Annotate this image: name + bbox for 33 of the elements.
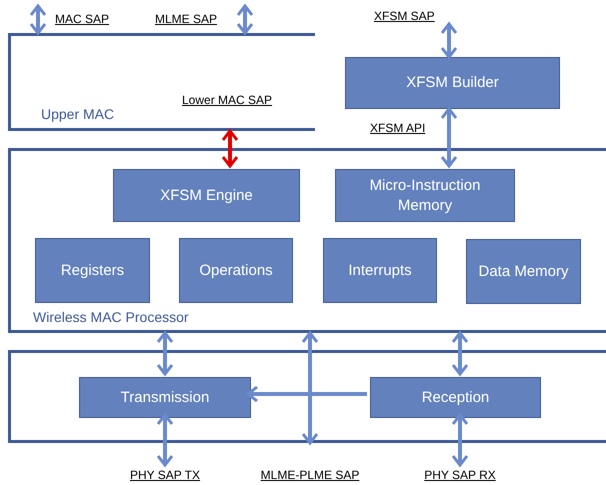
process-box: Registers	[35, 238, 150, 303]
module-frame	[8, 33, 315, 131]
arrow	[30, 4, 46, 34]
module-frame	[8, 350, 606, 443]
process-box: Interrupts	[323, 238, 437, 303]
edge-label: XFSM API	[370, 121, 426, 135]
process-box: Transmission	[79, 377, 251, 418]
process-box: Reception	[370, 377, 541, 418]
frame-title: Wireless MAC Processor	[33, 309, 189, 325]
arrow	[156, 332, 174, 376]
process-box: Operations	[179, 238, 293, 303]
frame-title: Upper MAC	[41, 106, 114, 122]
arrow	[302, 332, 318, 444]
process-box: Micro-Instruction Memory	[335, 169, 515, 222]
process-box: XFSM Engine	[113, 169, 300, 222]
edge-label: MLME-PLME SAP	[260, 468, 360, 482]
process-box: Data Memory	[466, 239, 581, 304]
edge-label: MLME SAP	[155, 12, 218, 26]
process-box: XFSM Builder	[345, 57, 560, 109]
edge-label: XFSM SAP	[374, 9, 435, 23]
arrow	[440, 108, 458, 168]
arrow	[452, 332, 468, 376]
edge-label: Lower MAC SAP	[182, 93, 272, 107]
edge-label: MAC SAP	[55, 12, 110, 26]
module-frame	[8, 148, 606, 333]
edge-label: PHY SAP RX	[424, 468, 496, 482]
arrow	[236, 4, 254, 34]
edge-label: PHY SAP TX	[130, 468, 200, 482]
arrow	[452, 414, 468, 466]
arrow	[440, 22, 458, 58]
arrow	[156, 414, 174, 466]
arrow	[246, 386, 367, 402]
arrow	[222, 130, 238, 168]
